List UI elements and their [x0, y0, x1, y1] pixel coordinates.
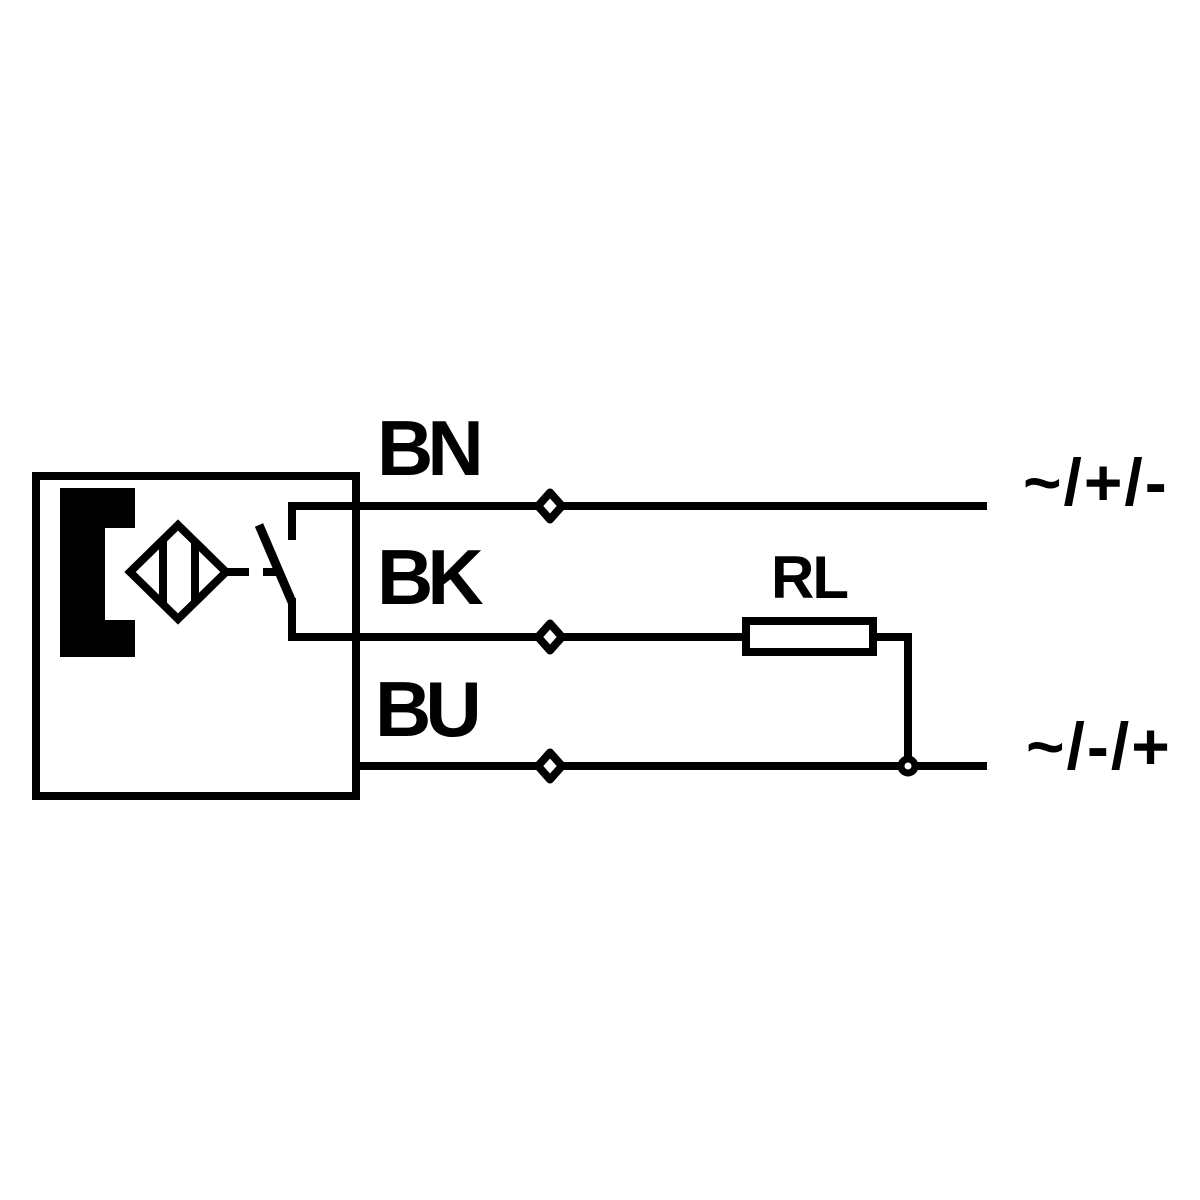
wire-load-to-bu	[873, 633, 912, 766]
connector-bk-icon	[534, 619, 566, 655]
wire-bk	[288, 598, 746, 641]
connector-bn-icon	[534, 488, 566, 524]
terminal-bottom-label: ~/-/+	[1026, 709, 1172, 783]
terminal-top-label: ~/+/-	[1023, 445, 1169, 519]
junction-node-icon	[897, 755, 919, 777]
connector-bu-icon	[534, 748, 566, 784]
switch-blade	[254, 523, 297, 604]
wire-bn	[288, 502, 987, 540]
wire-bk-label: BK	[377, 533, 483, 621]
sensing-face-bracket-icon	[60, 488, 135, 657]
load-resistor-label: RL	[771, 544, 847, 611]
proximity-sensor-diamond-icon	[124, 519, 232, 625]
load-resistor	[742, 617, 877, 656]
wire-bn-label: BN	[377, 404, 479, 492]
wire-bu-label: BU	[375, 665, 477, 753]
